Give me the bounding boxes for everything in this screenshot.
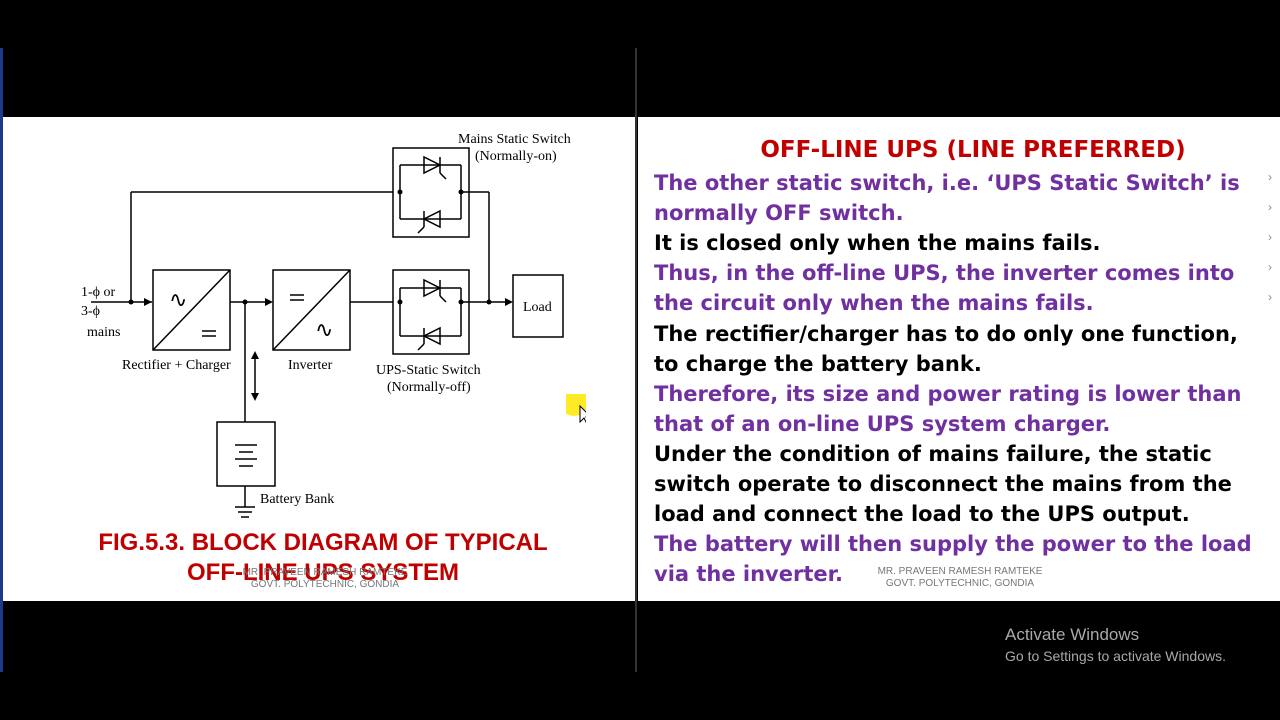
paragraph-1: The other static switch, i.e. ‘UPS Stati…: [654, 168, 1264, 228]
paragraph-line: The rectifier/charger has to do only one…: [654, 322, 1238, 346]
load-label: Load: [523, 300, 552, 315]
paragraph-line: load and connect the load to the UPS out…: [654, 502, 1190, 526]
ups-static-switch-box: [392, 269, 470, 355]
watermark-college: GOVT. POLYTECHNIC, GONDIA: [885, 578, 1035, 589]
mains-static-switch-state: (Normally-on): [475, 149, 557, 164]
mains-static-switch-label: Mains Static Switch: [458, 132, 571, 147]
watermark-college: GOVT. POLYTECHNIC, GONDIA: [250, 579, 400, 590]
ups-block-diagram: ∿ ∿ Mains Static Switch (Normally-on) 1-…: [81, 132, 571, 518]
input-label-2: 3-ϕ: [81, 304, 100, 319]
paragraph-5: Therefore, its size and power rating is …: [654, 379, 1264, 439]
paragraph-line: normally OFF switch.: [654, 201, 904, 225]
partial-icon: ›: [1268, 200, 1272, 214]
battery-label: Battery Bank: [260, 492, 334, 507]
paragraph-line: the circuit only when the mains fails.: [654, 291, 1094, 315]
paragraph-2: It is closed only when the mains fails.: [654, 228, 1264, 258]
slide-divider: [635, 48, 637, 672]
input-label-1: 1-ϕ or: [81, 285, 116, 300]
paragraph-line: Under the condition of mains failure, th…: [654, 442, 1212, 466]
left-slide: ∿ ∿ Mains Static Switch (Normally-on) 1-…: [3, 117, 635, 601]
left-edge-line: [0, 48, 3, 672]
paragraph-6: Under the condition of mains failure, th…: [654, 439, 1264, 529]
activate-title: Activate Windows: [1005, 625, 1140, 644]
paragraph-line: It is closed only when the mains fails.: [654, 231, 1101, 255]
partial-icon: ›: [1268, 290, 1272, 304]
inverter-label: Inverter: [288, 358, 333, 373]
paragraph-line: Therefore, its size and power rating is …: [654, 382, 1242, 406]
ac-symbol: ∿: [169, 287, 187, 312]
load-box: [512, 274, 564, 338]
paragraph-4: The rectifier/charger has to do only one…: [654, 319, 1264, 379]
partial-sidebar-icons: › › › › ›: [1268, 170, 1280, 320]
caption-line-2: OFF-LINE UPS SYSTEM: [186, 559, 459, 586]
ac-symbol: ∿: [315, 317, 333, 342]
watermark-name: MR. PRAVEEN RAMESH RAMTEKE: [242, 567, 408, 578]
mouse-cursor-icon: [566, 394, 586, 424]
mains-static-switch-box: [392, 147, 470, 238]
input-label-3: mains: [87, 325, 120, 340]
inverter-box: [272, 269, 351, 351]
right-slide: OFF-LINE UPS (LINE PREFERRED) The other …: [638, 117, 1280, 601]
paragraph-line: via the inverter.: [654, 562, 843, 586]
paragraph-line: to charge the battery bank.: [654, 352, 982, 376]
partial-icon: ›: [1268, 170, 1272, 184]
ups-switch-state: (Normally-off): [387, 380, 471, 395]
caption-line-1: FIG.5.3. BLOCK DIAGRAM OF TYPICAL: [98, 529, 548, 556]
watermark-left: MR. PRAVEEN RAMESH RAMTEKE GOVT. POLYTEC…: [225, 567, 425, 591]
paragraph-line: The other static switch, i.e. ‘UPS Stati…: [654, 171, 1240, 195]
activate-windows-watermark: Activate Windows Go to Settings to activ…: [1005, 624, 1226, 666]
partial-icon: ›: [1268, 230, 1272, 244]
paragraph-line: The battery will then supply the power t…: [654, 532, 1252, 556]
ups-switch-label: UPS-Static Switch: [376, 363, 481, 378]
partial-icon: ›: [1268, 260, 1272, 274]
rectifier-box: [152, 269, 231, 351]
rectifier-label: Rectifier + Charger: [122, 358, 231, 373]
right-slide-title: OFF-LINE UPS (LINE PREFERRED): [760, 137, 1186, 163]
paragraph-3: Thus, in the off-line UPS, the inverter …: [654, 258, 1264, 318]
activate-subtitle: Go to Settings to activate Windows.: [1005, 648, 1226, 664]
paragraph-line: Thus, in the off-line UPS, the inverter …: [654, 261, 1235, 285]
figure-caption: FIG.5.3. BLOCK DIAGRAM OF TYPICAL OFF-LI…: [3, 528, 635, 588]
watermark-right: MR. PRAVEEN RAMESH RAMTEKE GOVT. POLYTEC…: [860, 566, 1060, 590]
battery-box: [216, 421, 276, 487]
paragraph-7: The battery will then supply the power t…: [654, 529, 1264, 589]
paragraph-line: switch operate to disconnect the mains f…: [654, 472, 1232, 496]
watermark-name: MR. PRAVEEN RAMESH RAMTEKE: [877, 566, 1043, 577]
paragraph-line: that of an on-line UPS system charger.: [654, 412, 1111, 436]
